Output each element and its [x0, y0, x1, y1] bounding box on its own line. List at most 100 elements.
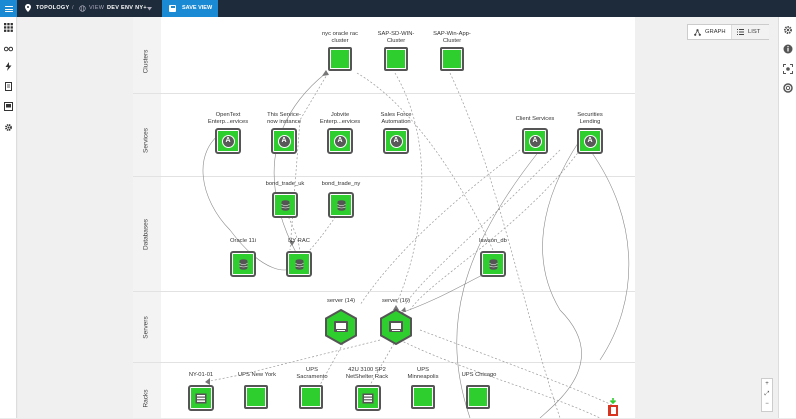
rack-node[interactable]	[244, 385, 268, 409]
monitor-icon[interactable]	[4, 102, 13, 111]
lane-label-servers: Servers	[142, 316, 150, 339]
help-icon[interactable]	[783, 83, 793, 93]
right-sidebar	[778, 17, 796, 418]
rack-label: UPS New York	[237, 372, 277, 378]
lane-label-services: Services	[142, 128, 150, 153]
cluster-label: SAP-SD-WIN-Cluster	[377, 31, 415, 44]
lightning-icon[interactable]	[4, 62, 13, 71]
top-bar: TOPOLOGY / VIEW DEV ENV NY+ SAVE VIEW	[0, 0, 796, 17]
database-icon	[280, 199, 290, 211]
zoom-in-button[interactable]: +	[765, 381, 769, 387]
graph-view-button[interactable]: GRAPH	[688, 25, 731, 39]
view-toggle: GRAPH LIST	[687, 24, 769, 40]
app-service-icon: A	[389, 134, 403, 148]
list-icon	[737, 29, 744, 35]
view-prefix: VIEW	[89, 5, 105, 11]
zoom-controls: + ⤢ −	[761, 378, 773, 412]
service-node[interactable]: A	[383, 128, 409, 154]
service-node[interactable]: A	[577, 128, 603, 154]
app-service-icon: A	[277, 134, 291, 148]
lane-header-services	[133, 94, 161, 176]
document-icon[interactable]	[4, 82, 13, 91]
info-icon[interactable]	[783, 44, 793, 54]
app-service-icon: A	[583, 134, 597, 148]
zoom-out-button[interactable]: −	[765, 401, 769, 407]
cluster-node[interactable]	[384, 47, 408, 71]
left-sidebar	[0, 17, 17, 418]
database-label: Oracle 11i	[230, 238, 256, 244]
focus-icon[interactable]	[783, 64, 793, 74]
chevron-down-icon[interactable]	[147, 7, 152, 11]
app-service-icon: A	[528, 134, 542, 148]
glasses-icon[interactable]	[4, 44, 13, 53]
rack-node[interactable]	[299, 385, 323, 409]
rack-icon	[362, 393, 374, 403]
grid-icon[interactable]	[4, 23, 13, 32]
breadcrumb-separator: /	[72, 5, 74, 11]
office-app-icon[interactable]	[606, 398, 620, 416]
database-label: bond_trade_uk	[265, 181, 305, 187]
lane-header-clusters	[133, 17, 161, 93]
app-service-icon: A	[221, 134, 235, 148]
graph-view-label: GRAPH	[705, 29, 726, 35]
lane-header-databases	[133, 177, 161, 291]
rack-node[interactable]	[188, 385, 214, 411]
rack-node[interactable]	[355, 385, 381, 411]
list-view-label: LIST	[748, 29, 761, 35]
database-icon	[238, 258, 248, 270]
location-pin-icon	[25, 4, 31, 12]
save-icon	[169, 5, 176, 12]
settings-gear-icon[interactable]	[783, 25, 793, 35]
rack-node[interactable]	[411, 385, 435, 409]
lane-label-clusters: Clusters	[142, 49, 150, 74]
lane-header-racks	[133, 363, 161, 418]
lane-header-servers	[133, 292, 161, 362]
lane-divider	[133, 291, 635, 292]
lane-label-databases: Databases	[142, 218, 150, 251]
lane-divider	[133, 362, 635, 363]
database-node[interactable]	[230, 251, 256, 277]
service-label: This Service-now instance	[267, 112, 301, 125]
server-node[interactable]	[324, 309, 358, 345]
list-view-button[interactable]: LIST	[731, 25, 769, 39]
server-node[interactable]	[379, 309, 413, 345]
database-node[interactable]	[328, 192, 354, 218]
database-node[interactable]	[272, 192, 298, 218]
database-icon	[336, 199, 346, 211]
rack-icon	[195, 393, 207, 403]
database-label: NY RAC	[288, 238, 310, 244]
cluster-node[interactable]	[440, 47, 464, 71]
save-view-label: SAVE VIEW	[182, 5, 213, 11]
service-node[interactable]: A	[271, 128, 297, 154]
service-node[interactable]: A	[327, 128, 353, 154]
globe-icon	[79, 5, 86, 12]
database-node[interactable]	[480, 251, 506, 277]
zoom-fit-button[interactable]: ⤢	[764, 391, 770, 397]
rack-node[interactable]	[466, 385, 490, 409]
database-icon	[488, 258, 498, 270]
gear-icon[interactable]	[4, 123, 13, 132]
save-view-button[interactable]: SAVE VIEW	[162, 0, 218, 17]
database-label: bond_trade_ny	[321, 181, 361, 187]
service-node[interactable]: A	[215, 128, 241, 154]
cluster-node[interactable]	[328, 47, 352, 71]
app-service-icon: A	[333, 134, 347, 148]
service-label: Client Services	[515, 116, 555, 122]
database-icon	[294, 258, 304, 270]
database-node[interactable]	[286, 251, 312, 277]
lane-area	[133, 17, 635, 418]
server-label: server (16)	[381, 298, 411, 304]
cluster-label: SAP-Win-App-Cluster	[433, 31, 471, 44]
graph-icon	[694, 29, 701, 36]
service-node[interactable]: A	[522, 128, 548, 154]
breadcrumb-topology[interactable]: TOPOLOGY	[36, 5, 70, 11]
view-selector[interactable]: DEV ENV NY+	[107, 5, 147, 11]
hamburger-menu-button[interactable]	[0, 0, 17, 17]
lane-label-racks: Racks	[142, 389, 150, 408]
